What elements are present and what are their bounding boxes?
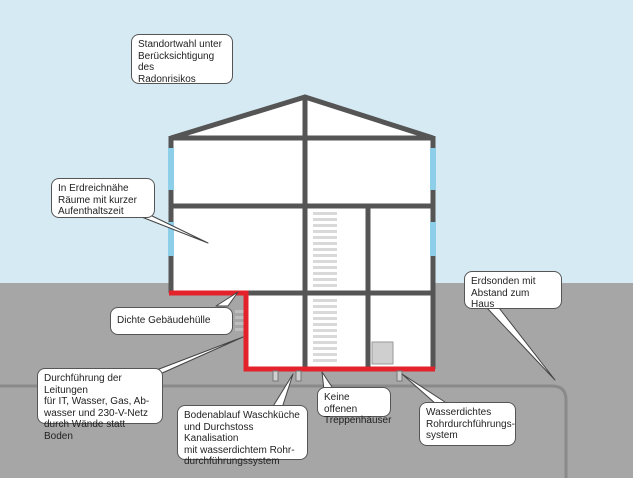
stair-tread <box>313 359 337 362</box>
conduit-stub <box>235 322 244 325</box>
pointer-envelope <box>215 291 239 307</box>
window-right-upper <box>430 148 436 190</box>
pipe-penetration-middle <box>295 370 302 382</box>
conduit-stub <box>235 310 244 313</box>
stair-tread <box>313 347 337 350</box>
roof-outline <box>170 94 434 141</box>
callout-stairwell: Keine offenen Treppenhäuser <box>317 387 391 426</box>
stair-tread <box>313 341 337 344</box>
stair-tread <box>313 323 337 326</box>
stair-tread <box>313 230 337 233</box>
callout-probes: Erdsonden mit Abstand zum Haus <box>464 271 562 310</box>
conduit-stub <box>235 328 244 331</box>
stair-tread <box>313 272 337 275</box>
basement-interior <box>246 293 433 369</box>
pipe-penetration-left <box>272 370 279 382</box>
appliance <box>371 341 394 365</box>
stair-tread <box>313 353 337 356</box>
callout-conduits: Durchführung der Leitungen für IT, Wasse… <box>37 368 163 442</box>
utility-line <box>0 384 568 478</box>
stair-tread <box>313 212 337 215</box>
callout-radon-site: Standortwahl unter Berücksichtigung des … <box>131 34 233 85</box>
window-right-lower <box>430 222 436 256</box>
callout-ground-rooms: In Erdreichnähe Räume mit kurzer Aufenth… <box>51 178 155 218</box>
callout-pointers <box>133 213 556 409</box>
stair-tread <box>313 242 337 245</box>
callout-floor-drain: Bodenablauf Waschküche und Durchstoss Ka… <box>177 405 308 467</box>
stair-tread <box>313 260 337 263</box>
stair-tread <box>313 248 337 251</box>
stairs-upper <box>313 212 337 287</box>
stair-tread <box>313 254 337 257</box>
stair-tread <box>313 218 337 221</box>
stair-tread <box>313 305 337 308</box>
callout-envelope: Dichte Gebäudehülle <box>110 307 233 335</box>
stair-tread <box>313 299 337 302</box>
stair-tread <box>313 335 337 338</box>
pipe-penetration-right <box>396 370 403 382</box>
window-left-upper <box>168 148 174 190</box>
stair-tread <box>313 311 337 314</box>
wall-conduits <box>235 310 244 331</box>
stair-tread <box>313 266 337 269</box>
sealed-envelope <box>169 290 435 372</box>
stair-tread <box>313 284 337 287</box>
stair-tread <box>313 236 337 239</box>
window-left-lower <box>168 222 174 256</box>
conduit-stub <box>235 316 244 319</box>
stair-tread <box>313 224 337 227</box>
stair-tread <box>313 329 337 332</box>
stairs-lower <box>313 299 337 362</box>
stair-tread <box>313 317 337 320</box>
stair-tread <box>313 278 337 281</box>
callout-pipe-system: Wasserdichtes Rohrdurchführungs- system <box>419 402 516 446</box>
